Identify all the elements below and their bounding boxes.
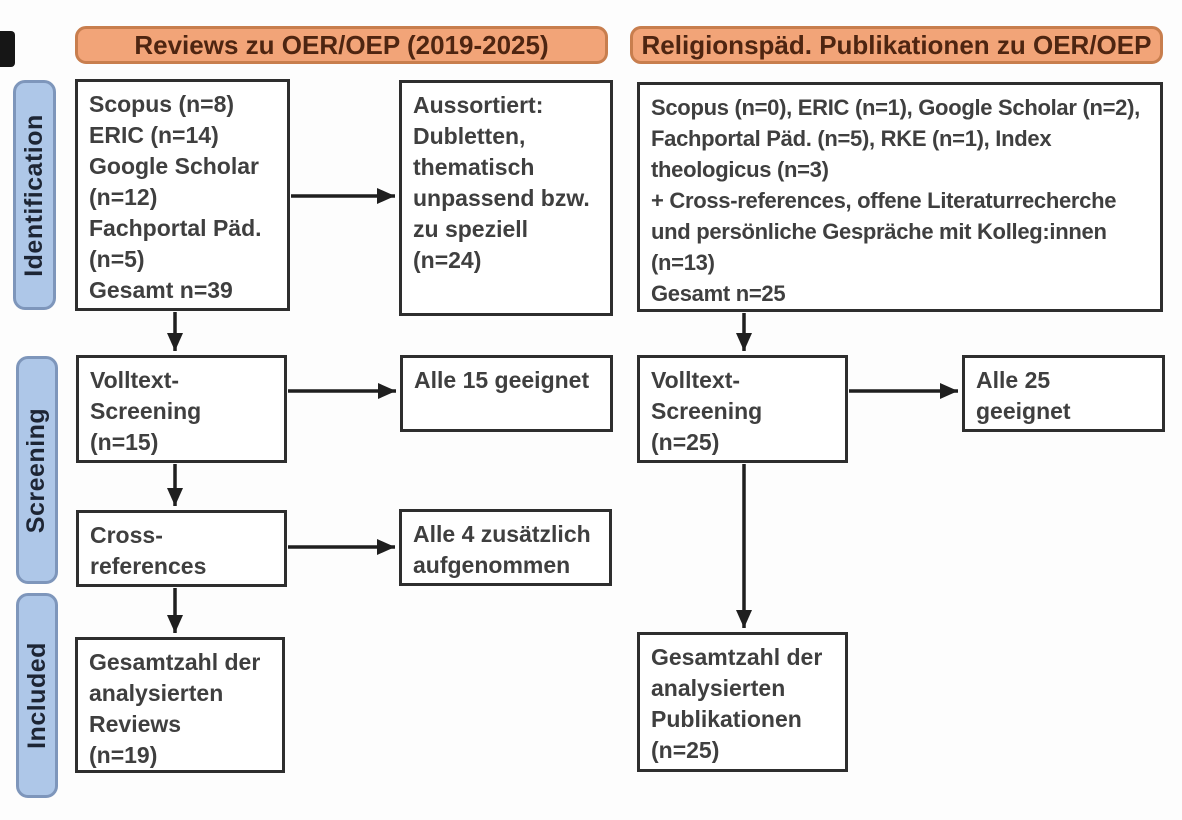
- column-header-reviews-label: Reviews zu OER/OEP (2019-2025): [134, 29, 549, 60]
- stage-included-label: Included: [22, 642, 51, 749]
- stage-included: Included: [16, 593, 58, 798]
- stage-identification-label: Identification: [20, 113, 48, 277]
- box-relpaed-fulltext-result: Alle 25 geeignet: [962, 355, 1165, 432]
- box-reviews-sources: Scopus (n=8) ERIC (n=14) Google Scholar …: [75, 79, 290, 311]
- box-relpaed-sources: Scopus (n=0), ERIC (n=1), Google Scholar…: [637, 82, 1163, 312]
- box-reviews-included-total: Gesamtzahl der analysierten Reviews (n=1…: [75, 637, 285, 773]
- column-header-reviews: Reviews zu OER/OEP (2019-2025): [75, 26, 608, 64]
- stage-identification: Identification: [13, 80, 56, 310]
- column-header-religionspaed-label: Religionspäd. Publikationen zu OER/OEP: [641, 29, 1152, 60]
- box-reviews-crossreferences: Cross-references (n=4): [76, 510, 287, 587]
- stage-screening-label: Screening: [22, 407, 51, 533]
- box-reviews-fulltext-screening: Volltext- Screening (n=15): [76, 355, 287, 463]
- box-relpaed-included-total: Gesamtzahl der analysierten Publikatione…: [637, 632, 848, 772]
- box-relpaed-fulltext-screening: Volltext- Screening (n=25): [637, 355, 848, 463]
- box-reviews-crossref-result: Alle 4 zusätzlich aufgenommen: [399, 509, 612, 586]
- stage-screening: Screening: [16, 356, 58, 584]
- box-reviews-fulltext-result: Alle 15 geeignet: [400, 355, 613, 432]
- column-header-religionspaed: Religionspäd. Publikationen zu OER/OEP: [630, 26, 1163, 64]
- box-reviews-excluded: Aussortiert: Dubletten, thematisch unpas…: [399, 80, 613, 316]
- scan-artifact: [0, 31, 15, 67]
